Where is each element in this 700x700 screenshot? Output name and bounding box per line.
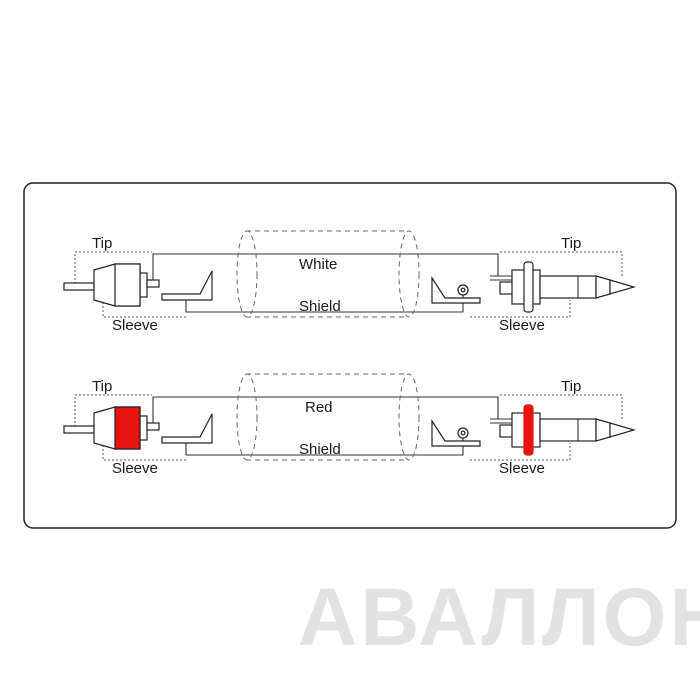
sleeve-label-left: Sleeve [112, 317, 158, 334]
tip-label-left: Tip [92, 378, 112, 395]
tip-label-right: Tip [561, 235, 581, 252]
rca-plug-color-band [114, 263, 141, 307]
shield-label: Shield [299, 298, 341, 315]
shield-label: Shield [299, 441, 341, 458]
tip-label-right: Tip [561, 378, 581, 395]
core-label: Red [305, 399, 333, 416]
cable-row-1: Tip Tip Sleeve Sleeve White Shield [63, 230, 635, 334]
sleeve-label-right: Sleeve [499, 317, 545, 334]
jack-color-ring [523, 404, 534, 456]
sleeve-label-left: Sleeve [112, 460, 158, 477]
jack-color-ring [523, 261, 534, 313]
sleeve-label-right: Sleeve [499, 460, 545, 477]
watermark-logo: АВАЛЛОН [298, 572, 700, 663]
tip-label-left: Tip [92, 235, 112, 252]
rca-plug-color-band [114, 406, 141, 450]
core-label: White [299, 256, 337, 273]
cable-row-2: Tip Tip Sleeve Sleeve Red Shield [63, 373, 635, 477]
